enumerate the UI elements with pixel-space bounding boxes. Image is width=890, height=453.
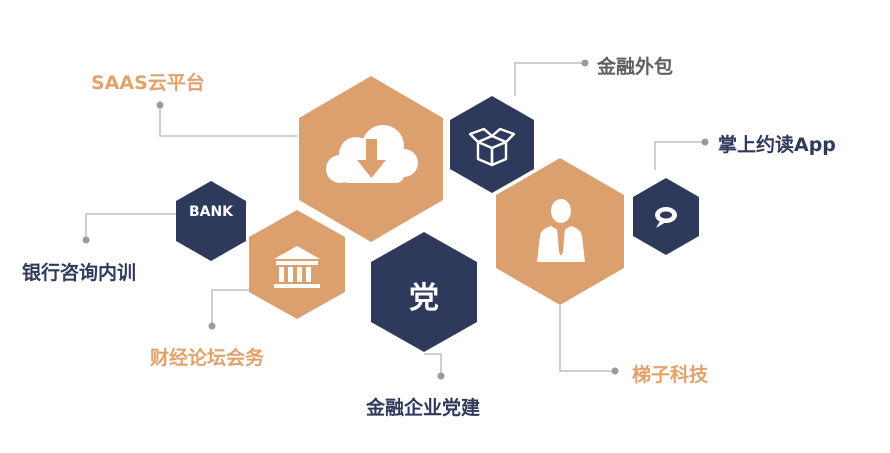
connectors [85,62,705,376]
hex-party [371,232,477,352]
connector-tizi-tech [559,305,615,372]
label-finance-outsource: 金融外包 [597,56,674,78]
businessman-icon [537,199,585,262]
dot-saas [156,101,164,109]
hex-finance-outsource [450,96,534,193]
label-bank-training: 银行咨询内训 [22,262,137,284]
party-hex-text: 党 [409,281,439,316]
dot-finance-outsource [581,59,589,67]
label-saas: SAAS云平台 [91,72,205,94]
bank-hex-text: BANK [188,204,234,220]
label-tizi-tech: 梯子科技 [632,364,709,386]
dot-tizi-tech [611,367,619,375]
connector-forum [211,289,250,326]
open-box-icon [468,127,516,167]
label-reading-app: 掌上约读App [718,134,836,156]
connector-finance-outsource [514,62,585,96]
label-forum: 财经论坛会务 [150,347,265,369]
dot-forum [208,322,216,330]
hex-bank [176,181,246,261]
dot-party-building [437,372,445,380]
label-party-building: 金融企业党建 [366,397,481,419]
dot-reading-app [701,138,709,146]
connector-bank-training [85,213,176,240]
connector-party-building [424,353,442,376]
chat-bubble-icon [655,207,677,228]
cloud-download-icon [326,125,418,183]
connector-dots [82,59,709,380]
connector-reading-app [654,141,705,170]
dot-bank-training [82,236,90,244]
connector-saas [159,105,298,137]
bank-building-icon [274,246,320,288]
